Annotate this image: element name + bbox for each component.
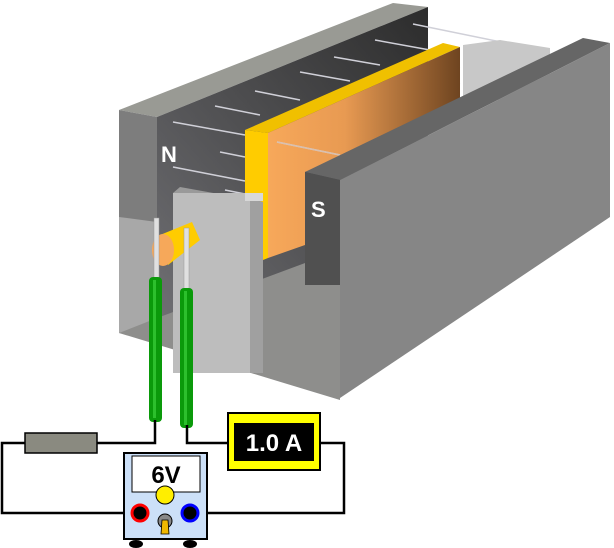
voltage-label: 6V xyxy=(151,462,180,489)
coil-face xyxy=(268,47,460,258)
foot-left xyxy=(129,540,143,548)
coil-top-edge xyxy=(245,43,460,133)
south-pole-label: S xyxy=(311,197,326,222)
voltage-knob[interactable] xyxy=(155,485,175,505)
magnet-south-side xyxy=(340,43,610,398)
ammeter-display xyxy=(234,423,314,461)
magnet-south-top xyxy=(305,38,610,180)
magnet-north-top xyxy=(119,3,428,117)
magnet-base-left xyxy=(119,217,157,340)
axle xyxy=(245,193,263,201)
bearing-plate-side xyxy=(250,198,263,373)
foot-right xyxy=(183,540,197,548)
ammeter-reading: 1.0 A xyxy=(246,430,302,457)
ammeter: 1.0 A xyxy=(227,412,321,471)
resistor xyxy=(24,432,98,454)
north-pole-label: N xyxy=(161,142,177,167)
brush-right xyxy=(183,227,190,291)
wire-highlight xyxy=(153,280,156,418)
brush-left xyxy=(153,217,160,279)
wire-highlight xyxy=(184,291,187,425)
power-supply: 6V xyxy=(123,452,208,548)
positive-terminal[interactable] xyxy=(130,503,150,523)
circuit-wires xyxy=(0,420,346,515)
negative-terminal[interactable] xyxy=(180,503,200,523)
power-switch-toggle[interactable] xyxy=(160,519,170,535)
field-line xyxy=(276,141,341,156)
magnet-south-front xyxy=(305,172,340,285)
